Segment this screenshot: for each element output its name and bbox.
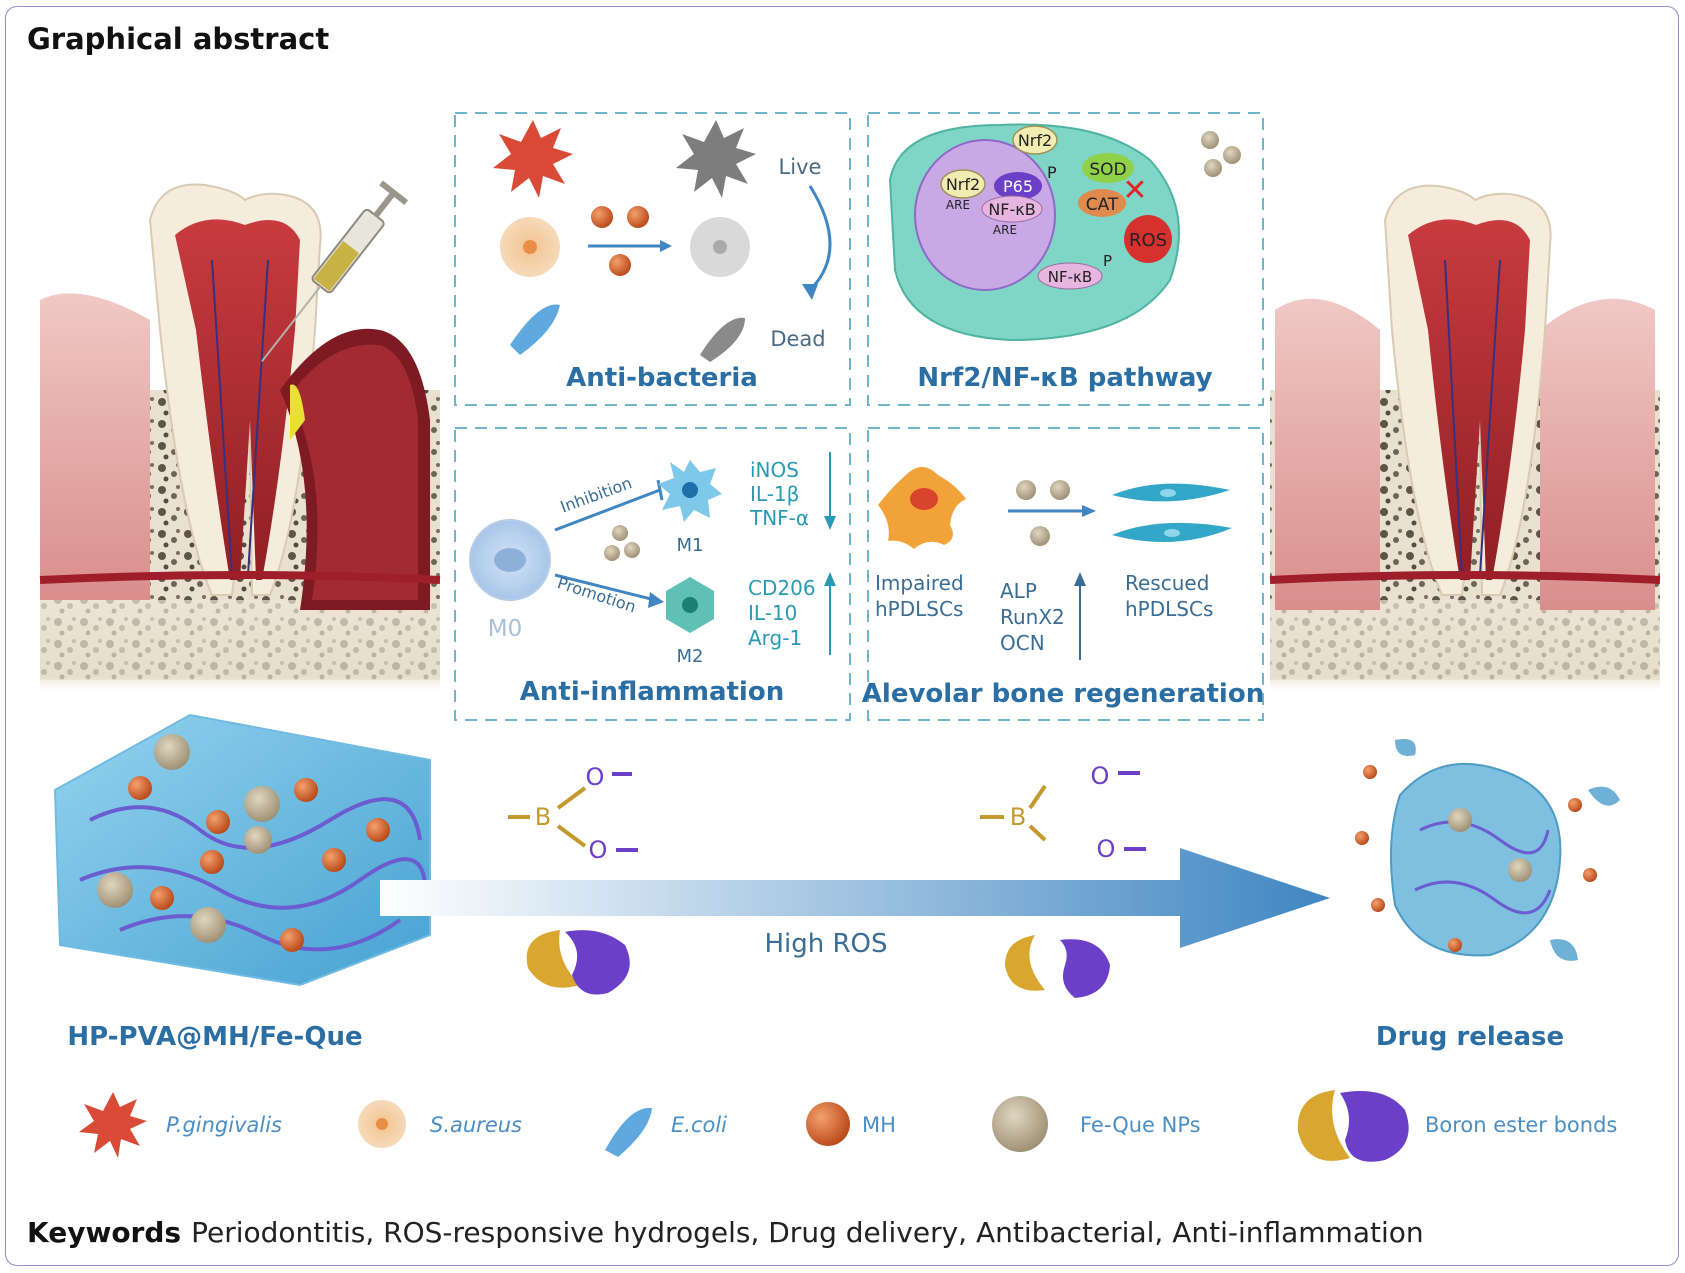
p65-phospho-mark: P <box>1047 163 1057 182</box>
m1-macrophage-icon <box>658 460 722 522</box>
legend-item: Fe-Que NPs <box>992 1096 1201 1152</box>
bone-marker-1: ALP <box>1000 579 1037 603</box>
panel-anti-inflammation: M0 Inhibition Promotion M1 M2 iNOS IL-1β… <box>454 427 851 721</box>
hydrogel-label: HP-PVA@MH/Fe-Que <box>67 1022 362 1052</box>
bone-regeneration-title: Alevolar bone regeneration <box>862 679 1264 709</box>
boron-ester-cleaved-structure <box>980 784 1047 842</box>
graphical-abstract-title: Graphical abstract <box>27 22 330 56</box>
anti-bacteria-title: Anti-bacteria <box>566 363 758 393</box>
fe-que-particles <box>97 734 280 943</box>
legend-item: Boron ester bonds <box>1297 1090 1617 1162</box>
fe-que-np-icon <box>992 1096 1048 1152</box>
m2-marker-2: IL-10 <box>748 601 797 625</box>
legend-label-fe-que-nps: Fe-Que NPs <box>1080 1113 1201 1137</box>
oxygen-atom-label-left-bottom: O <box>589 836 608 864</box>
are-node: ARE <box>946 198 970 212</box>
rescued-hpdlsc-icon <box>1112 483 1232 543</box>
boron-atom-label-left: B <box>535 803 551 831</box>
panel-anti-bacteria: Live Dead Anti-bacteria <box>454 112 851 406</box>
high-ros-label: High ROS <box>764 929 887 959</box>
nrf2-pathway-title: Nrf2/NF-κB pathway <box>917 363 1212 393</box>
are-node-2: ARE <box>993 223 1017 237</box>
boron-ester-bond-intact-icon <box>526 930 630 995</box>
legend-label-e-coli: E.coli <box>671 1113 727 1137</box>
nf-kb-node: NF-κB <box>988 200 1035 219</box>
nf-kb-node-2: NF-κB <box>1048 268 1092 286</box>
drug-release-label: Drug release <box>1376 1022 1564 1052</box>
live-label: Live <box>779 155 822 179</box>
keywords-label: Keywords <box>27 1216 182 1249</box>
legend-item: MH <box>806 1102 896 1146</box>
m2-macrophage-icon <box>666 577 714 633</box>
legend-label-p-gingivalis: P.gingivalis <box>166 1113 282 1137</box>
panel-nrf2-pathway: Nrf2 Nrf2 ARE P65 P NF-κB ARE SOD CAT ✕ … <box>867 112 1264 406</box>
nrf2-node: Nrf2 <box>946 175 980 194</box>
legend: P.gingivalis S.aureus E.coli MH Fe-Que N… <box>79 1090 1617 1162</box>
drug-release-illustration <box>1355 739 1620 961</box>
inhibition-label: Inhibition <box>558 473 635 516</box>
boron-ester-bond-cleaved-icon <box>1005 935 1110 998</box>
rescued-label-line-2: hPDLSCs <box>1125 597 1213 621</box>
nf-kb-phospho-mark: P <box>1103 252 1112 270</box>
mh-particles <box>128 776 390 952</box>
mh-particle-icon <box>806 1102 850 1146</box>
boron-atom-label-right: B <box>1010 803 1026 831</box>
impaired-label-line-2: hPDLSCs <box>875 597 963 621</box>
m1-marker-3: TNF-α <box>749 506 809 530</box>
legend-item: S.aureus <box>358 1100 522 1148</box>
syringe-icon <box>261 180 409 362</box>
rescued-label-line-1: Rescued <box>1125 571 1209 595</box>
legend-label-s-aureus: S.aureus <box>430 1113 522 1137</box>
sod-node: SOD <box>1089 160 1126 180</box>
bone-marker-3: OCN <box>1000 631 1045 655</box>
mh-particle-group <box>591 206 649 276</box>
oxygen-atom-label-right-bottom: O <box>1097 835 1116 863</box>
dead-p-gingivalis-icon <box>676 120 756 198</box>
p-gingivalis-icon <box>79 1092 147 1158</box>
dead-e-coli-icon <box>700 317 745 362</box>
impaired-label-line-1: Impaired <box>875 571 964 595</box>
oxygen-atom-label-left-top: O <box>586 763 605 791</box>
keywords-text: Periodontitis, ROS-responsive hydrogels,… <box>191 1216 1424 1249</box>
m1-label: M1 <box>677 535 704 556</box>
p-gingivalis-icon <box>493 120 573 198</box>
m2-marker-1: CD206 <box>748 576 816 600</box>
dead-label: Dead <box>770 327 825 351</box>
diseased-tooth-illustration <box>39 180 441 690</box>
nrf2-node-top: Nrf2 <box>1018 131 1052 150</box>
healthy-tooth-illustration <box>1269 184 1661 690</box>
m1-marker-2: IL-1β <box>750 482 799 506</box>
inhibition-x-icon: ✕ <box>1122 173 1147 208</box>
m0-label: M0 <box>488 616 522 642</box>
e-coli-icon <box>510 304 560 355</box>
oxygen-atom-label-right-top: O <box>1091 762 1110 790</box>
boron-ester-intact-structure <box>508 786 587 848</box>
impaired-hpdlsc-icon <box>878 467 966 549</box>
anti-inflammation-title: Anti-inflammation <box>520 677 784 707</box>
e-coli-icon <box>605 1107 652 1157</box>
hydrogel-illustration <box>53 713 431 987</box>
ros-node: ROS <box>1129 230 1167 251</box>
panel-bone-regeneration: Impaired hPDLSCs ALP RunX2 OCN Rescued h… <box>862 427 1264 721</box>
ros-trigger-arrow <box>380 848 1330 948</box>
m1-marker-1: iNOS <box>750 458 799 482</box>
legend-label-boron-ester-bonds: Boron ester bonds <box>1425 1113 1617 1137</box>
m2-label: M2 <box>677 646 704 667</box>
legend-label-mh: MH <box>862 1113 896 1137</box>
m2-marker-3: Arg-1 <box>748 626 802 650</box>
boron-ester-bond-icon <box>1297 1090 1409 1162</box>
cat-node: CAT <box>1086 195 1119 215</box>
keywords-line: Keywords Periodontitis, ROS-responsive hy… <box>27 1216 1424 1249</box>
legend-item: E.coli <box>605 1107 727 1157</box>
legend-item: P.gingivalis <box>79 1092 282 1158</box>
p65-node: P65 <box>1003 177 1033 196</box>
bone-marker-2: RunX2 <box>1000 605 1065 629</box>
promotion-label: Promotion <box>555 573 638 616</box>
